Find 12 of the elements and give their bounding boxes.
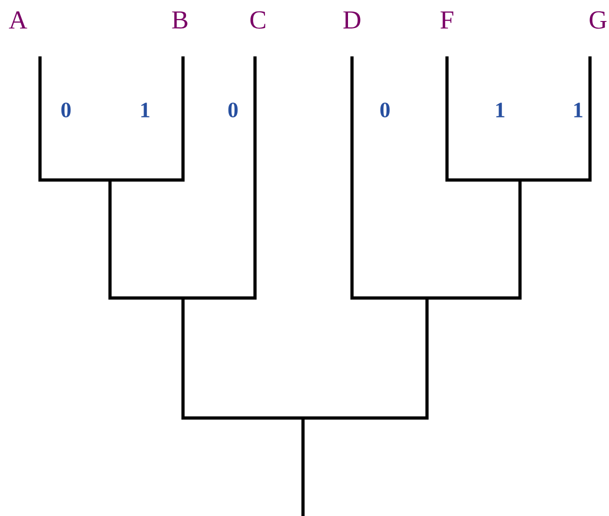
state-number: 1 <box>141 102 150 118</box>
state-number: 0 <box>228 102 238 118</box>
state-number: 1 <box>574 102 582 118</box>
state-number: 0 <box>61 102 71 118</box>
leaf-label: B <box>172 11 188 28</box>
leaf-label: F <box>440 12 454 28</box>
leaf-label: G <box>590 11 607 29</box>
leaf-label: D <box>343 11 360 28</box>
leaf-label: C <box>250 11 266 29</box>
state-number: 0 <box>380 102 390 118</box>
leaf-label: A <box>8 11 28 29</box>
state-number: 1 <box>496 102 504 118</box>
